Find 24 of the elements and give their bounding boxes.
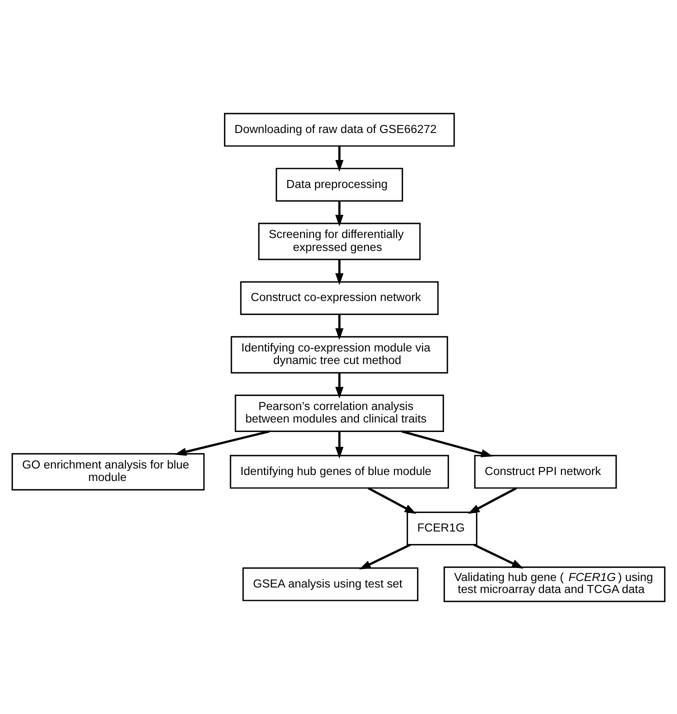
arrow — [402, 430, 493, 457]
node-box: Pearson’s correlation analysis between modules and clinical traits — [234, 394, 444, 432]
node-box: Data preprocessing — [276, 167, 404, 202]
arrow — [335, 200, 344, 226]
node-box: GO enrichment analysis for blue module — [12, 452, 205, 490]
arrow — [335, 259, 344, 285]
node-box: Identifying hub genes of blue module — [230, 454, 449, 488]
arrow — [359, 543, 411, 570]
arrow — [174, 430, 270, 456]
node-box: FCER1G — [406, 511, 478, 545]
arrow — [335, 372, 344, 398]
node-box: Validating hub gene (FCER1G) using test microarray data and TCGA data — [444, 566, 666, 602]
node-box: Construct PPI network — [474, 454, 617, 488]
node-box: Screening for differentially expressed genes — [258, 222, 421, 260]
node-box: Identifying co-expression module via dynamic tree cut method — [230, 336, 448, 373]
node-box: Construct co-expression network — [240, 280, 439, 314]
arrow — [335, 431, 344, 458]
arrow — [468, 486, 517, 514]
arrow — [335, 314, 344, 340]
node-box: GSEA analysis using test set — [242, 566, 418, 601]
arrow — [335, 146, 344, 172]
arrow — [368, 486, 416, 514]
arrow — [473, 543, 524, 568]
node-box: Downloading of raw data of GSE66272 — [224, 112, 455, 146]
